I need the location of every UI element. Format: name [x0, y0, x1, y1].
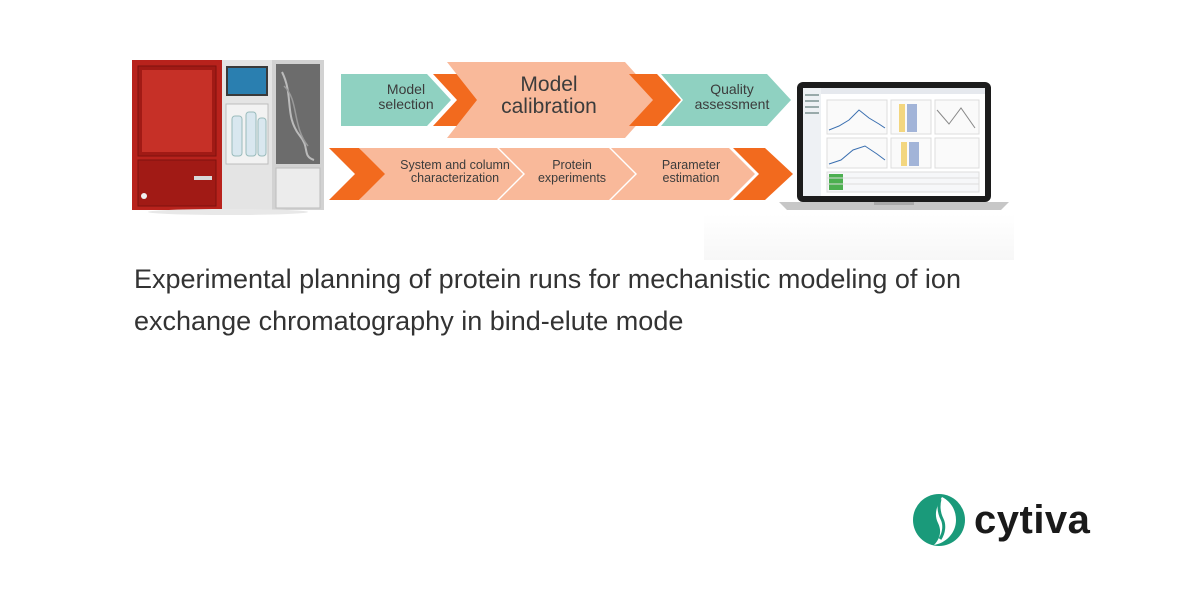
caption-line-1: Experimental planning of protein runs fo… — [134, 264, 961, 294]
chromatography-instrument-image — [132, 60, 324, 215]
laptop-software-image — [779, 82, 1009, 210]
step-label-line2: estimation — [662, 171, 720, 186]
step-model-calibration-shape — [447, 62, 659, 138]
step-label-line2: experiments — [537, 171, 607, 186]
workflow-diagram — [329, 62, 793, 200]
step-label-parameter-estimation: Parameter estimation — [636, 158, 746, 186]
step-label-line2: calibration — [501, 95, 597, 119]
step-label-model-calibration: Model calibration — [464, 73, 634, 119]
step-label-line1: Parameter — [661, 158, 721, 172]
cytiva-logo: cytiva — [912, 492, 1112, 548]
step-quality-assessment-shape — [661, 74, 791, 126]
orange-chevron-4 — [733, 148, 793, 200]
step-label-line1: Model — [386, 81, 426, 97]
step-parameter-estimation-shape — [611, 148, 755, 200]
step-label-line2: assessment — [694, 95, 770, 112]
step-label-line1: System and column — [400, 158, 510, 172]
workflow-banner: Model selection Model calibration Qualit… — [124, 44, 1014, 260]
step-label-line2: characterization — [410, 171, 500, 186]
step-system-column-shape — [359, 148, 523, 200]
step-label-quality-assessment: Quality assessment — [676, 82, 788, 111]
step-label-model-selection: Model selection — [358, 82, 454, 111]
step-label-line1: Quality — [710, 81, 754, 97]
step-protein-experiments-shape — [499, 148, 635, 200]
orange-chevron-2 — [629, 74, 681, 126]
banner-shadow — [704, 214, 1014, 260]
step-label-system-column: System and column characterization — [380, 158, 530, 186]
cytiva-wordmark: cytiva — [974, 497, 1091, 542]
step-label-line2: selection — [378, 95, 434, 112]
page-caption: Experimental planning of protein runs fo… — [134, 258, 1114, 342]
step-model-selection-shape — [341, 74, 451, 126]
caption-line-2: exchange chromatography in bind-elute mo… — [134, 306, 684, 336]
cytiva-logo-icon — [913, 494, 965, 546]
step-label-line1: Model — [520, 73, 578, 96]
step-label-line1: Protein — [552, 158, 592, 172]
step-label-protein-experiments: Protein experiments — [522, 158, 622, 186]
